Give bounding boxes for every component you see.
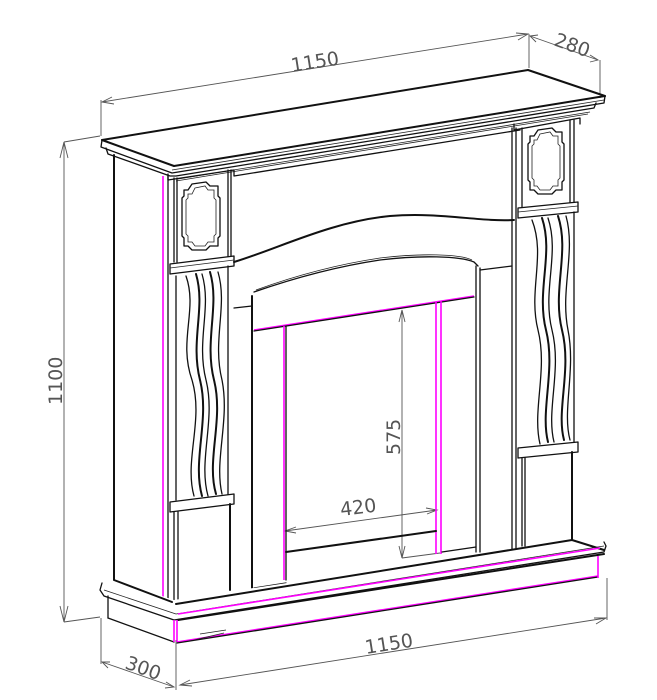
label-height: 1100 [45, 357, 67, 405]
left-decorative-panel [181, 181, 221, 251]
dimension-base-depth [100, 618, 176, 689]
plinth-base [99, 539, 607, 644]
mantel-shelf [100, 69, 606, 182]
label-opening-width: 420 [339, 495, 378, 521]
left-pilaster [169, 169, 235, 601]
dimension-opening-width [283, 507, 439, 534]
label-top-width: 1150 [289, 48, 340, 77]
label-opening-height: 575 [383, 419, 405, 455]
dimension-top-width [100, 32, 530, 136]
dimension-height [59, 135, 101, 623]
firebox-opening [253, 295, 477, 589]
dimension-opening-height [398, 309, 441, 559]
arch-frieze [233, 214, 515, 589]
right-pilaster [511, 119, 579, 561]
dimension-base-width [175, 578, 608, 690]
label-base-width: 1150 [363, 630, 414, 659]
dimension-top-depth [529, 34, 601, 98]
right-decorative-panel [527, 127, 565, 195]
left-side-panel [113, 154, 169, 601]
label-base-depth: 300 [122, 652, 164, 685]
label-top-depth: 280 [551, 29, 593, 62]
